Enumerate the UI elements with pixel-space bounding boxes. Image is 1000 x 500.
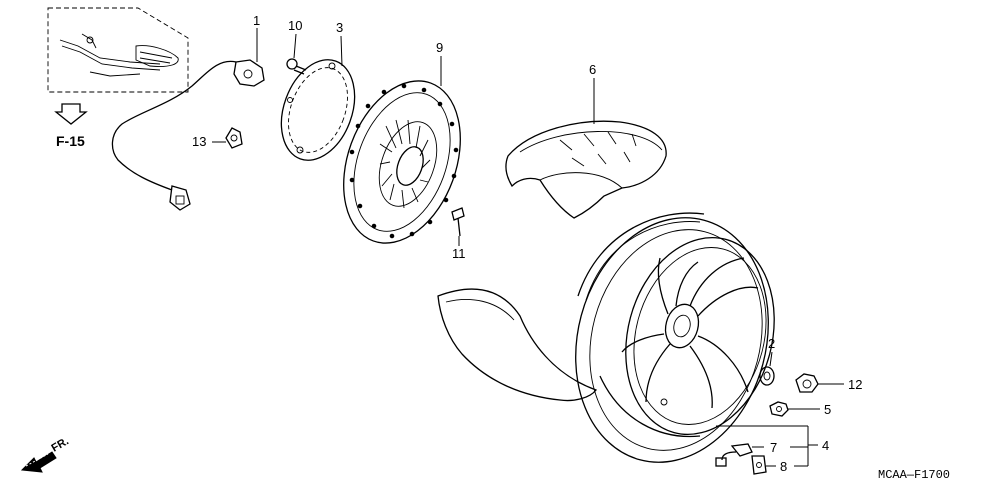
wheel-rim <box>575 212 775 463</box>
callout-8: 8 <box>780 459 787 474</box>
callout-12: 12 <box>848 377 862 392</box>
front-label: FR. <box>50 435 71 454</box>
bolt-10 <box>286 58 307 75</box>
front-arrow-icon <box>20 451 57 473</box>
callout-2: 2 <box>768 336 775 351</box>
callout-5: 5 <box>824 402 831 417</box>
tire <box>505 120 667 219</box>
collar <box>759 366 775 386</box>
pulser-ring <box>280 59 356 161</box>
reference-arrow <box>54 103 88 125</box>
callout-7: 7 <box>770 440 777 455</box>
callout-11: 11 <box>452 246 466 261</box>
callout-4: 4 <box>822 438 829 453</box>
inset-harness-detail <box>47 7 189 93</box>
callout-3: 3 <box>336 20 343 35</box>
nut-5 <box>769 401 789 417</box>
bracket-4 <box>716 425 818 467</box>
clip-13 <box>225 127 243 149</box>
callout-6: 6 <box>589 62 596 77</box>
tire-lower-section <box>437 288 598 402</box>
speed-sensor-assembly <box>111 59 265 211</box>
callout-1: 1 <box>253 13 260 28</box>
valve-part-8 <box>751 455 767 475</box>
disc-bolt <box>451 207 465 237</box>
callout-9: 9 <box>436 40 443 55</box>
brake-disc <box>343 80 461 244</box>
reference-label: F-15 <box>56 133 85 149</box>
axle-nut <box>795 373 819 393</box>
callout-10: 10 <box>288 18 302 33</box>
diagram-code: MCAA—F1700 <box>878 468 950 482</box>
callout-13: 13 <box>192 134 206 149</box>
valve-stem <box>715 443 753 467</box>
